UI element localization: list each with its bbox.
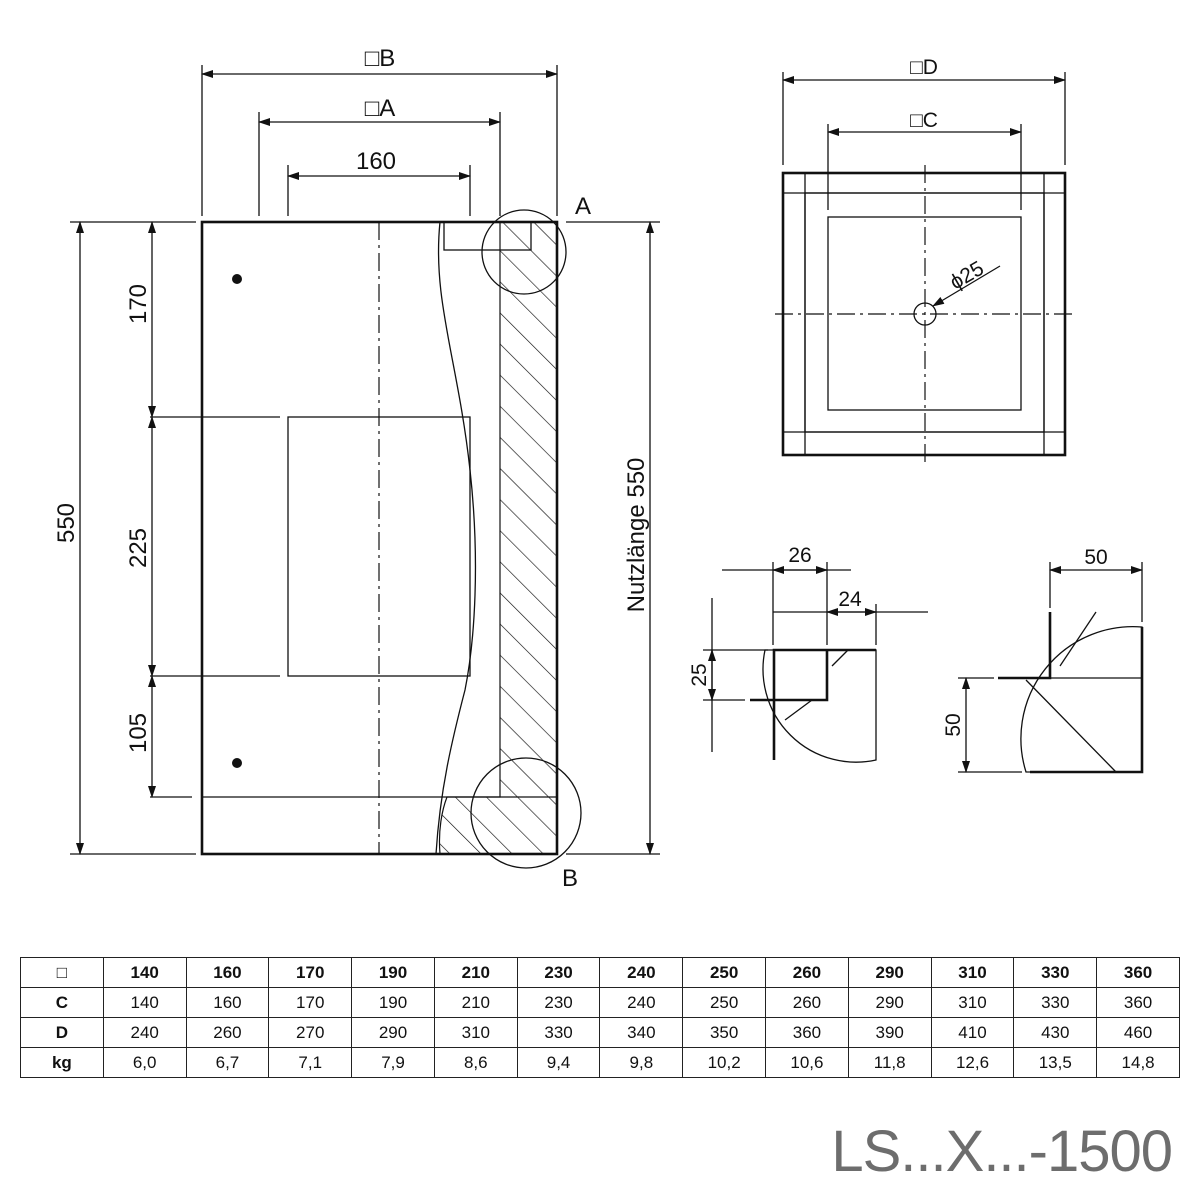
table-cell: 290 xyxy=(847,957,932,988)
table-cell: 140 xyxy=(102,987,187,1018)
table-cell: 170 xyxy=(268,987,353,1018)
center-hole-icon xyxy=(913,302,937,326)
table-cell: 7,9 xyxy=(351,1047,435,1078)
dim-total-height: 550 xyxy=(53,503,80,543)
dim-box-c: □C xyxy=(910,109,938,132)
detail-a-circle xyxy=(481,209,567,295)
dim-detail-a-26: 26 xyxy=(788,544,811,567)
table-cell: 250 xyxy=(682,957,767,988)
screw-top-icon xyxy=(232,274,242,284)
table-cell: 310 xyxy=(433,1017,518,1048)
table-cell: 7,1 xyxy=(268,1047,353,1078)
dim-detail-b-50-vertical: 50 xyxy=(942,713,965,736)
table-cell: 10,6 xyxy=(765,1047,849,1078)
table-cell: 410 xyxy=(930,1017,1015,1048)
table-cell: 170 xyxy=(268,957,353,988)
dim-box-a: □A xyxy=(365,95,396,122)
table-cell: 330 xyxy=(516,1017,601,1048)
table-cell: 8,6 xyxy=(433,1047,518,1078)
table-cell: 6,0 xyxy=(102,1047,187,1078)
table-cell: 360 xyxy=(1096,987,1180,1018)
table-cell: 430 xyxy=(1013,1017,1098,1048)
table-cell: 13,5 xyxy=(1013,1047,1098,1078)
table-row-label: C xyxy=(20,987,104,1018)
table-cell: 310 xyxy=(930,957,1015,988)
table-cell: 390 xyxy=(847,1017,932,1048)
table-cell: 240 xyxy=(102,1017,187,1048)
technical-drawing: A B □B □A 160 550 170 225 105 Nutzlänge … xyxy=(53,45,1144,892)
table-cell: 9,4 xyxy=(516,1047,601,1078)
table-cell: 6,7 xyxy=(185,1047,270,1078)
table-cell: 290 xyxy=(847,987,932,1018)
table-cell: 460 xyxy=(1096,1017,1180,1048)
table-cell: 9,8 xyxy=(599,1047,684,1078)
dim-detail-b-50-horizontal: 50 xyxy=(1084,546,1107,569)
table-cell: 210 xyxy=(433,957,518,988)
dim-box-b: □B xyxy=(365,45,396,72)
table-cell: 260 xyxy=(765,957,849,988)
detail-a-label: A xyxy=(575,193,591,220)
table-row-label: □ xyxy=(20,957,104,988)
dim-detail-a-24: 24 xyxy=(838,588,862,611)
table-cell: 160 xyxy=(185,957,270,988)
dim-width-160: 160 xyxy=(356,148,396,175)
detail-a-view: 26 24 25 xyxy=(688,544,928,763)
table-cell: 290 xyxy=(351,1017,435,1048)
table-row-label: D xyxy=(20,1017,104,1048)
table-cell: 330 xyxy=(1013,957,1098,988)
table-cell: 230 xyxy=(516,957,601,988)
dim-top-170: 170 xyxy=(125,284,152,324)
detail-b-view: 50 50 xyxy=(942,546,1144,774)
table-cell: 310 xyxy=(930,987,1015,1018)
table-cell: 160 xyxy=(185,987,270,1018)
dim-detail-a-25: 25 xyxy=(688,663,711,686)
table-cell: 140 xyxy=(102,957,187,988)
table-cell: 350 xyxy=(682,1017,767,1048)
table-cell: 270 xyxy=(268,1017,353,1048)
table-cell: 260 xyxy=(765,987,849,1018)
table-cell: 230 xyxy=(516,987,601,1018)
table-cell: 11,8 xyxy=(847,1047,932,1078)
table-cell: 12,6 xyxy=(930,1047,1015,1078)
screw-bottom-icon xyxy=(232,758,242,768)
table-cell: 340 xyxy=(599,1017,684,1048)
table-cell: 10,2 xyxy=(682,1047,767,1078)
side-view: A B □B □A 160 550 170 225 105 Nutzlänge … xyxy=(53,45,660,892)
dim-box-d: □D xyxy=(910,56,938,79)
dim-hole-diameter: ϕ25 xyxy=(946,257,988,294)
table-cell: 210 xyxy=(433,987,518,1018)
dim-middle-225: 225 xyxy=(125,528,152,568)
table-cell: 360 xyxy=(1096,957,1180,988)
table-cell: 330 xyxy=(1013,987,1098,1018)
dim-usable-length: Nutzlänge 550 xyxy=(623,458,650,613)
top-view: ϕ25 □D □C xyxy=(775,56,1073,463)
table-row-label: kg xyxy=(20,1047,104,1078)
detail-b-circle xyxy=(470,757,582,869)
wall-section xyxy=(438,221,558,855)
table-cell: 240 xyxy=(599,957,684,988)
detail-b-label: B xyxy=(562,865,578,892)
table-cell: 260 xyxy=(185,1017,270,1048)
table-cell: 240 xyxy=(599,987,684,1018)
table-cell: 190 xyxy=(351,957,435,988)
table-cell: 14,8 xyxy=(1096,1047,1180,1078)
table-cell: 190 xyxy=(351,987,435,1018)
table-cell: 360 xyxy=(765,1017,849,1048)
dim-bottom-105: 105 xyxy=(125,713,152,753)
product-code: LS...X...-1500 xyxy=(831,1119,1173,1184)
table-cell: 250 xyxy=(682,987,767,1018)
